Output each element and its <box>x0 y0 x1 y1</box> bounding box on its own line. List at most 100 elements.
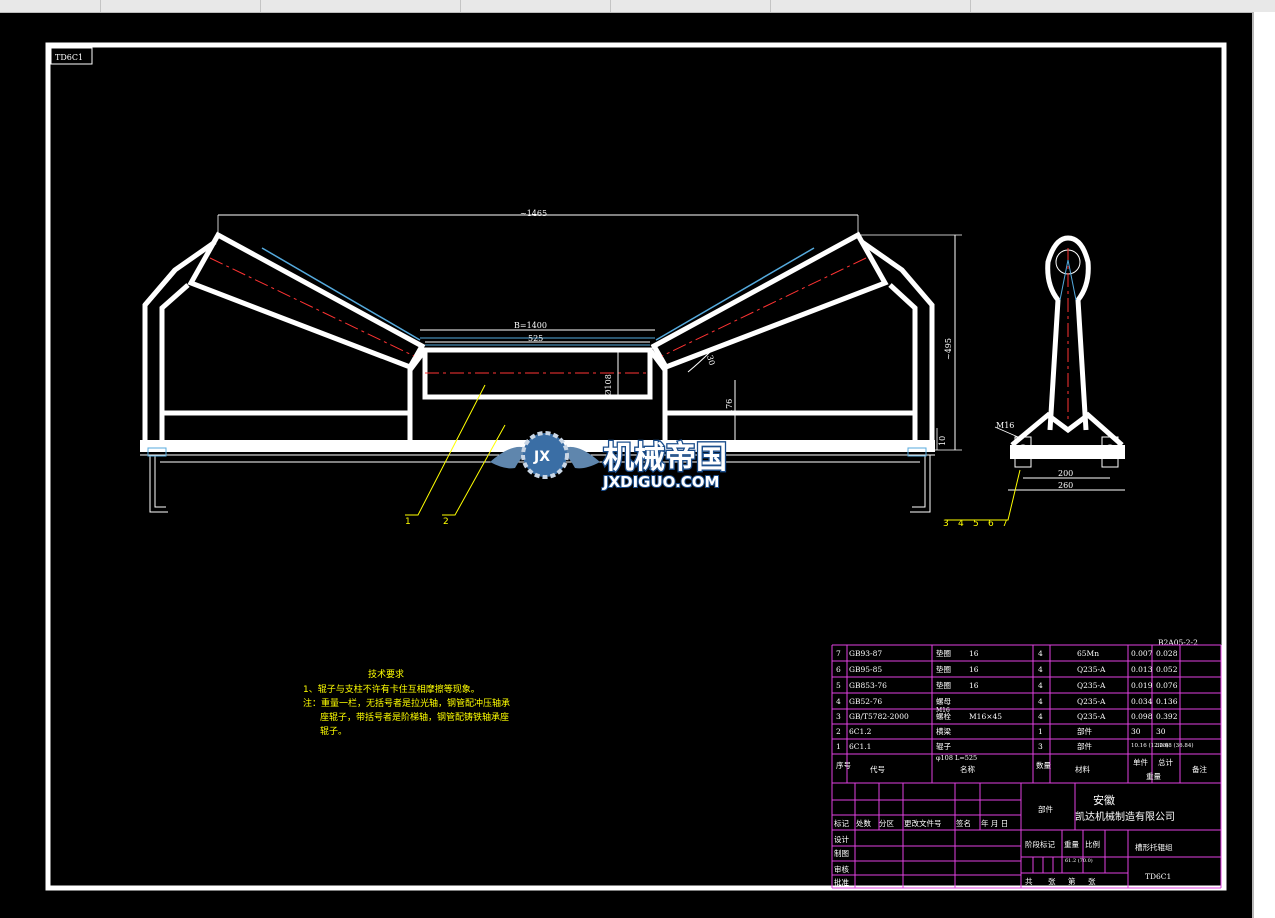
weight-value: 61.2 (70.0) <box>1065 857 1093 864</box>
callout-1: 1 <box>405 517 411 527</box>
bom-unit: 30 <box>1131 727 1141 736</box>
drawing-frame <box>45 42 1227 891</box>
part-type: 部件 <box>1038 804 1054 814</box>
side-base <box>1010 445 1125 459</box>
wing-left <box>490 446 530 469</box>
leader-3-7 <box>945 469 1021 521</box>
bom-spec: 16 <box>969 681 979 690</box>
side-shaft <box>1059 259 1069 301</box>
company-province: 安徽 <box>1093 793 1115 807</box>
leader-m16 <box>994 426 1019 438</box>
bom-unit: 0.034 <box>1131 697 1153 706</box>
toolbar-segment[interactable] <box>610 0 771 12</box>
bom-no: 5 <box>836 681 841 690</box>
bom-no: 6 <box>836 665 841 674</box>
rev-header: 标记 <box>834 818 849 828</box>
part-name: 槽形托辊组 <box>1135 842 1173 852</box>
toolbar-segment[interactable] <box>460 0 611 12</box>
cad-drawing-canvas[interactable]: TD6C1 <box>0 12 1252 918</box>
toolbar-segment[interactable] <box>260 0 461 12</box>
bom-spec: 16 <box>969 665 979 674</box>
bom-no: 7 <box>836 649 841 658</box>
bom-qty: 4 <box>1038 649 1043 658</box>
header-code: 代号 <box>870 764 885 774</box>
dim-bolt: M16 <box>996 421 1014 430</box>
gear-icon <box>521 431 569 479</box>
callout-4: 4 <box>958 519 964 529</box>
bom-no: 2 <box>836 727 841 736</box>
foot-channel-left <box>149 455 168 513</box>
foot-channel-right <box>912 455 926 508</box>
left-roller-axis <box>209 257 415 357</box>
bom-row: 3 GB/T5782-2000 螺栓 M16×45 4 Q235-A 0.098… <box>836 711 1178 721</box>
right-roller-axis <box>661 257 867 357</box>
watermark: JX 机械帝国 JXDIGUO.COM <box>490 431 728 492</box>
rev-header: 分区 <box>879 819 894 828</box>
bolt-head <box>1017 444 1029 456</box>
bom-code: GB95-85 <box>849 665 882 674</box>
bom-total: 0.076 <box>1156 681 1178 690</box>
bom-material: 部件 <box>1077 741 1093 751</box>
header-no: 序号 <box>836 760 851 770</box>
bom-qty: 4 <box>1038 712 1043 721</box>
bom-code: GB52-76 <box>849 697 882 706</box>
bom-material: 65Mn <box>1077 649 1099 658</box>
notes-title: 技术要求 <box>368 668 404 680</box>
bom-code: 6C1.2 <box>849 727 872 736</box>
note-line: 1、辊子与支柱不许有卡住互相摩擦等现象。 <box>303 683 480 695</box>
side-view <box>945 235 1125 521</box>
foot-channel-right <box>910 455 931 513</box>
dim-angle-arc <box>687 351 711 373</box>
watermark-subtitle: JXDIGUO.COM <box>602 473 719 491</box>
right-panel[interactable] <box>1252 12 1275 918</box>
toolbar-segment[interactable] <box>0 0 101 12</box>
bom-material: Q235-A <box>1077 681 1106 690</box>
foot-channel-left <box>154 455 166 508</box>
callout-6: 6 <box>988 519 994 529</box>
toolbar-segment[interactable] <box>770 0 971 12</box>
dim-overall: ~1465 <box>520 209 547 218</box>
header-material: 材料 <box>1075 764 1091 774</box>
bom-material: Q235-A <box>1077 665 1106 674</box>
logo-text: JX <box>533 449 550 465</box>
callout-5: 5 <box>973 519 979 529</box>
bom-total: 0.052 <box>1156 665 1178 674</box>
bom-no: 1 <box>836 742 841 751</box>
bom-unit: 0.019 <box>1131 681 1153 690</box>
bolt-head <box>1104 444 1116 456</box>
bom-qty: 4 <box>1038 697 1043 706</box>
dim-height: ~495 <box>944 338 953 360</box>
bom-header: 序号 代号 名称 数量 材料 单件 总计 重量 备注 <box>836 757 1208 781</box>
dim-176: 176 <box>725 399 734 414</box>
bom-row: 6 GB95-85 垫圈 16 4 Q235-A 0.013 0.052 <box>836 664 1178 674</box>
role-approve: 批准 <box>834 877 849 887</box>
toolbar-segment[interactable] <box>100 0 261 12</box>
side-post <box>1045 235 1091 431</box>
callout-2: 2 <box>443 517 449 527</box>
header-qty: 数量 <box>1036 760 1052 770</box>
center-post-left <box>407 348 427 440</box>
leader-1 <box>405 384 486 516</box>
right-roller-shaft <box>655 247 815 341</box>
bom-row: 1 6C1.1 辊子 φ108 L=525 3 部件 10.16 (12.28)… <box>836 741 1194 762</box>
window-top-bar <box>0 0 1275 13</box>
bom-material: Q235-A <box>1077 697 1106 706</box>
bom-total: 30 <box>1156 727 1166 736</box>
bom-qty: 4 <box>1038 681 1043 690</box>
bom-code: GB853-76 <box>849 681 887 690</box>
side-shaft <box>1067 259 1077 301</box>
bom-row: 4 GB52-76 螺母 M16 4 Q235-A 0.034 0.136 <box>836 696 1178 714</box>
bom-code: GB/T5782-2000 <box>849 712 909 721</box>
note-line: 注：重量一栏，无括号者是拉光轴，钢管配冲压轴承 <box>303 697 510 709</box>
bom-total: 0.136 <box>1156 697 1178 706</box>
dim-center-roller: 525 <box>528 334 543 343</box>
bom-row: 5 GB853-76 垫圈 16 4 Q235-A 0.019 0.076 <box>836 680 1178 690</box>
left-roller-shaft <box>261 247 421 341</box>
callout-7: 7 <box>1002 519 1008 529</box>
rev-header: 更改文件号 <box>904 818 942 828</box>
bom-spec: M16×45 <box>969 712 1002 721</box>
bom-unit: 0.098 <box>1131 712 1153 721</box>
bom-row: 7 GB93-87 垫圈 16 4 65Mn 0.007 0.028 <box>836 648 1178 658</box>
foot-bolt-left <box>147 447 167 457</box>
company-name: 凯达机械制造有限公司 <box>1075 810 1175 823</box>
